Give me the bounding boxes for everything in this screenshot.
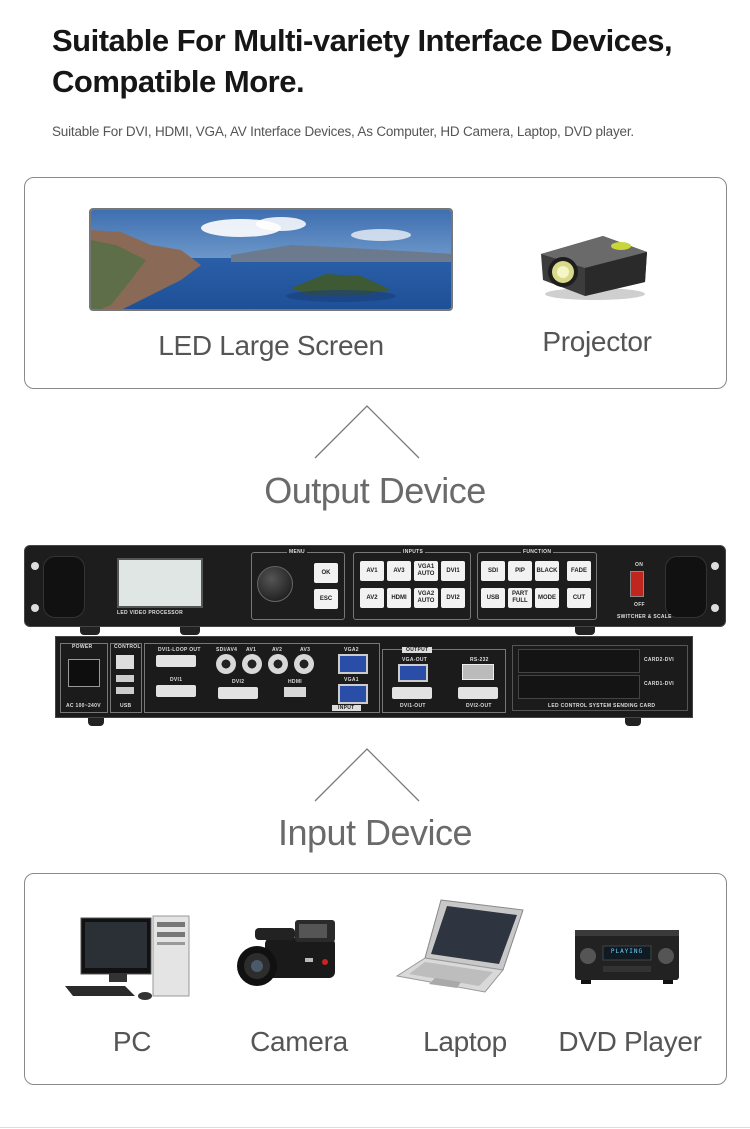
function-button-usb[interactable]: USB (481, 588, 505, 608)
usb-port-1[interactable] (116, 675, 134, 682)
rear-ac-label: AC 100~240V (66, 703, 101, 709)
bnc-port-av1[interactable] (242, 654, 262, 674)
up-arrow-icon (314, 405, 420, 459)
video-camera-image (235, 914, 350, 994)
projector-label: Projector (542, 326, 652, 357)
function-button-part-full[interactable]: PART FULL (508, 588, 532, 608)
laptop-image (395, 896, 527, 996)
rear-card2-label: CARD2-DVI (644, 657, 674, 663)
output-device-box: LED Large Screen Projector (24, 177, 727, 389)
input-button-hdmi[interactable]: HDMI (387, 588, 411, 608)
rear-rs232-label: RS-232 (470, 657, 489, 663)
rear-dvi2-label: DVI2 (232, 679, 245, 685)
switcher-scale-label: SWITCHER & SCALE (617, 614, 672, 620)
projector-image (533, 224, 651, 302)
rear-av1-label: AV1 (246, 647, 257, 653)
pc-label: PC (112, 1026, 152, 1057)
rear-dvi1-loop-label: DVI1-LOOP OUT (158, 647, 201, 653)
bnc-port-sdi[interactable] (216, 654, 236, 674)
dvi2-port[interactable] (218, 687, 258, 699)
dvd-display-text: PLAYING (610, 948, 644, 955)
right-handle (665, 556, 707, 618)
input-device-heading: Input Device (277, 812, 473, 853)
page-title: Suitable For Multi-variety Interface Dev… (52, 23, 673, 99)
function-button-mode[interactable]: MODE (535, 588, 559, 608)
rear-power-label: POWER (72, 644, 93, 650)
desktop-pc-image (63, 910, 193, 1002)
power-off-label: OFF (634, 602, 645, 608)
ok-button[interactable]: OK (314, 563, 338, 583)
laptop-label: Laptop (423, 1026, 507, 1057)
input-button-dvi2[interactable]: DVI2 (441, 588, 465, 608)
rs232-port[interactable] (462, 664, 494, 680)
ethernet-port[interactable] (116, 655, 134, 669)
output-device-heading: Output Device (264, 470, 486, 511)
rear-usb-label: USB (120, 703, 132, 709)
menu-knob[interactable] (257, 566, 293, 602)
input-device-box: PC Camera Laptop (24, 873, 727, 1085)
rear-dvi1-label: DVI1 (170, 677, 183, 683)
input-button-av2[interactable]: AV2 (360, 588, 384, 608)
function-button-fade[interactable]: FADE (567, 561, 591, 581)
dvd-player-image: PLAYING (573, 926, 683, 986)
dvi1-out-port[interactable] (392, 687, 432, 699)
rear-hdmi-label: HDMI (288, 679, 302, 685)
inputs-section-label: INPUTS (401, 549, 426, 555)
lcd-display (117, 558, 203, 608)
input-button-dvi1[interactable]: DVI1 (441, 561, 465, 581)
rear-control-label: CONTROL (114, 644, 141, 650)
rear-output-label: OUTPUT (402, 647, 433, 653)
rear-av2-label: AV2 (272, 647, 283, 653)
esc-button[interactable]: ESC (314, 589, 338, 609)
led-screen-landscape-image (89, 208, 453, 311)
function-button-cut[interactable]: CUT (567, 588, 591, 608)
rear-sending-card-label: LED CONTROL SYSTEM SENDING CARD (548, 703, 656, 709)
vga-out-port[interactable] (398, 664, 428, 682)
left-handle (43, 556, 85, 618)
rear-av3-label: AV3 (300, 647, 311, 653)
rear-vga-out-label: VGA-OUT (402, 657, 428, 663)
vga2-port[interactable] (338, 654, 368, 674)
power-on-label: ON (635, 562, 644, 568)
rear-dvi2-out-label: DVI2-OUT (466, 703, 492, 709)
dvd-player-label: DVD Player (558, 1026, 702, 1057)
input-button-av1[interactable]: AV1 (360, 561, 384, 581)
rear-vga2-label: VGA2 (344, 647, 359, 653)
power-switch[interactable] (630, 571, 644, 597)
camera-label: Camera (250, 1026, 348, 1057)
up-arrow-icon (314, 748, 420, 802)
rear-input-label: INPUT (332, 705, 361, 711)
dvi1-port[interactable] (156, 685, 196, 697)
vga1-port[interactable] (338, 684, 368, 704)
dvi2-out-port[interactable] (458, 687, 498, 699)
function-button-sdi[interactable]: SDI (481, 561, 505, 581)
input-button-vga2[interactable]: VGA2 AUTO (414, 588, 438, 608)
function-button-pip[interactable]: PIP (508, 561, 532, 581)
rear-card1-label: CARD1-DVI (644, 681, 674, 687)
menu-section-label: MENU (287, 549, 307, 555)
page-subtitle: Suitable For DVI, HDMI, VGA, AV Interfac… (52, 124, 634, 139)
bnc-port-av3[interactable] (294, 654, 314, 674)
rear-sdi-label: SDI/AV4 (216, 647, 238, 653)
dvi1-loop-port[interactable] (156, 655, 196, 667)
usb-port-2[interactable] (116, 687, 134, 694)
rear-dvi1-out-label: DVI1-OUT (400, 703, 426, 709)
card-slot-2 (518, 649, 640, 673)
function-section-label: FUNCTION (521, 549, 554, 555)
function-button-black[interactable]: BLACK (535, 561, 559, 581)
front-label: LED VIDEO PROCESSOR (117, 610, 183, 616)
bottom-divider (0, 1127, 750, 1128)
hdmi-port[interactable] (284, 687, 306, 697)
bnc-port-av2[interactable] (268, 654, 288, 674)
video-processor-rear-panel: POWER AC 100~240V CONTROL USB DVI1-LOOP … (55, 636, 693, 718)
led-screen-label: LED Large Screen (158, 330, 384, 361)
input-button-vga1[interactable]: VGA1 AUTO (414, 561, 438, 581)
power-socket[interactable] (68, 659, 100, 687)
video-processor-front-panel: LED VIDEO PROCESSOR MENU OK ESC INPUTS A… (24, 545, 726, 627)
input-button-av3[interactable]: AV3 (387, 561, 411, 581)
rear-vga1-label: VGA1 (344, 677, 359, 683)
card-slot-1 (518, 675, 640, 699)
